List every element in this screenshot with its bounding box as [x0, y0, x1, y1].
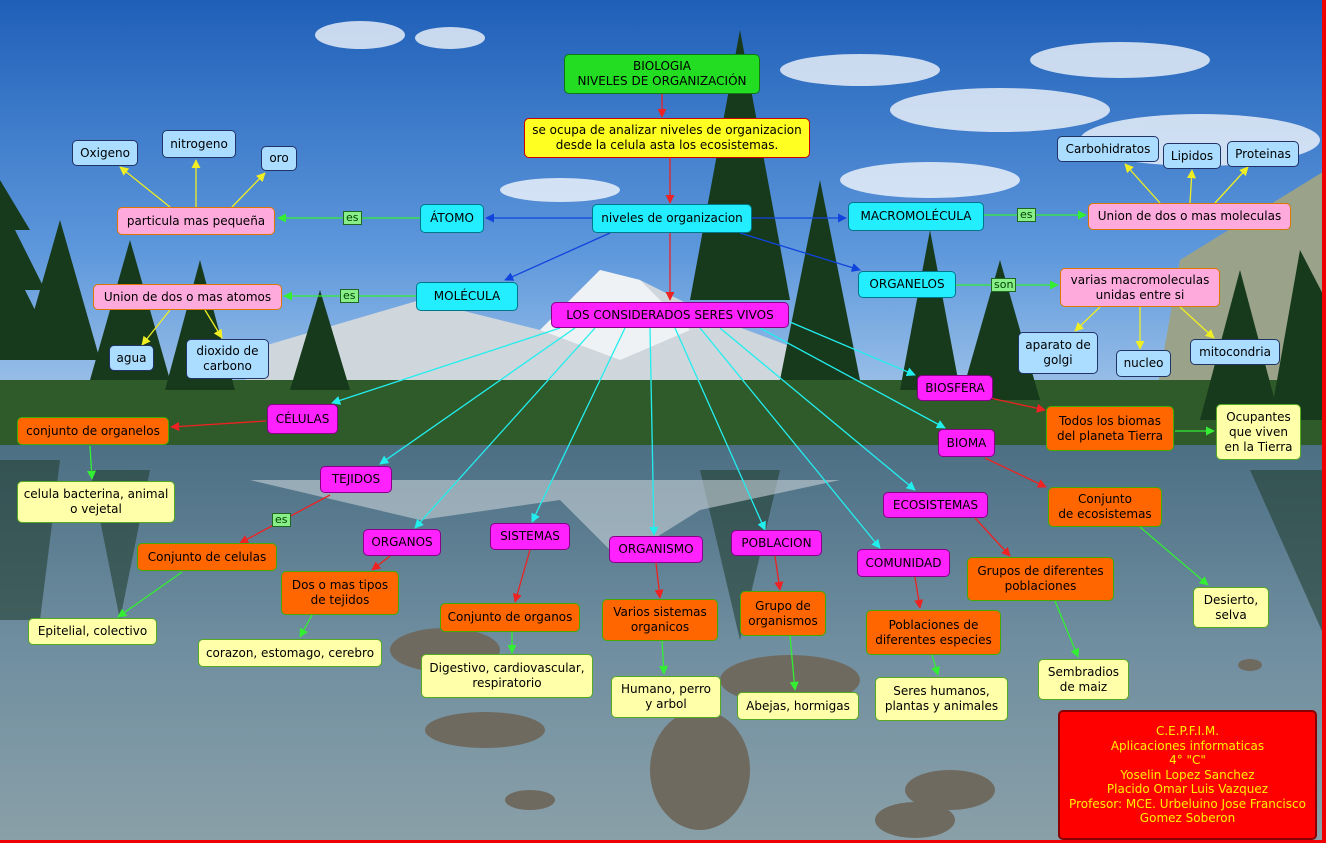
niveles-node: niveles de organizacion — [592, 204, 752, 233]
frame-bottom-edge — [0, 840, 1326, 843]
conjunto-ecosistemas-node: Conjunto de ecosistemas — [1048, 487, 1162, 527]
union-moleculas-node: Union de dos o mas moleculas — [1088, 203, 1291, 230]
credits-group: 4° "C" — [1169, 753, 1206, 768]
organelos-node: ORGANELOS — [858, 271, 956, 298]
todos-biomas-node: Todos los biomas del planeta Tierra — [1046, 406, 1174, 451]
mitocondria-node: mitocondria — [1190, 339, 1280, 365]
abejas-node: Abejas, hormigas — [737, 692, 859, 720]
oxigeno-node: Oxigeno — [72, 140, 138, 166]
title-node: BIOLOGIA NIVELES DE ORGANIZACIÓN — [564, 54, 760, 94]
epitelial-node: Epitelial, colectivo — [28, 618, 157, 645]
bioma-node: BIOMA — [938, 429, 995, 457]
agua-node: agua — [109, 345, 154, 371]
poblacion-node: POBLACION — [731, 530, 822, 556]
link-label-es-macromolecula: es — [1017, 208, 1036, 222]
conjunto-celulas-node: Conjunto de celulas — [137, 543, 277, 571]
proteinas-node: Proteinas — [1227, 141, 1299, 167]
particula-node: particula mas pequeña — [117, 207, 275, 235]
carbohidratos-node: Carbohidratos — [1057, 136, 1159, 162]
celulas-node: CÉLULAS — [267, 404, 338, 434]
biosfera-node: BIOSFERA — [917, 375, 993, 401]
credits-course: Aplicaciones informaticas — [1110, 738, 1265, 753]
union-atomos-node: Union de dos o mas atomos — [93, 284, 282, 310]
credits-box: C.E.P.F.I.M. Aplicaciones informaticas 4… — [1058, 710, 1317, 840]
credits-author-1: Yoselin Lopez Sanchez — [1120, 767, 1255, 782]
molecula-node: MOLÉCULA — [416, 282, 518, 311]
varias-macro-node: varias macromoleculas unidas entre si — [1060, 268, 1220, 307]
corazon-node: corazon, estomago, cerebro — [198, 639, 382, 667]
grupo-organismos-node: Grupo de organismos — [740, 591, 826, 636]
celula-ejemplos-node: celula bacterina, animal o vejetal — [17, 481, 175, 523]
ecosistemas-node: ECOSISTEMAS — [883, 492, 988, 518]
link-label-es-tejidos: es — [272, 513, 291, 527]
conjunto-organos-node: Conjunto de organos — [440, 603, 580, 632]
link-label-son-organelos: son — [991, 278, 1017, 292]
dioxido-node: dioxido de carbono — [186, 339, 269, 379]
golgi-node: aparato de golgi — [1018, 332, 1098, 374]
comunidad-node: COMUNIDAD — [857, 549, 950, 577]
grupos-poblaciones-node: Grupos de diferentes poblaciones — [967, 557, 1114, 601]
sembradios-node: Sembradios de maiz — [1038, 659, 1129, 700]
seres-vivos-node: LOS CONSIDERADOS SERES VIVOS — [551, 302, 789, 328]
macromolecula-node: MACROMOLÉCULA — [848, 202, 984, 231]
nucleo-node: nucleo — [1116, 350, 1171, 377]
sistemas-node: SISTEMAS — [490, 523, 570, 550]
atomo-node: ÁTOMO — [420, 204, 484, 233]
credits-school: C.E.P.F.I.M. — [1155, 724, 1220, 739]
organos-node: ORGANOS — [363, 529, 441, 556]
humano-node: Humano, perro y arbol — [611, 676, 721, 718]
credits-teacher-2: Gomez Soberon — [1139, 811, 1236, 826]
credits-teacher: Profesor: MCE. Urbeluino Jose Francisco — [1069, 796, 1306, 811]
desierto-node: Desierto, selva — [1193, 587, 1269, 628]
varios-sistemas-node: Varios sistemas organicos — [602, 599, 718, 641]
conjunto-organelos-node: conjunto de organelos — [17, 417, 169, 445]
frame-right-edge — [1322, 0, 1326, 843]
tejidos-node: TEJIDOS — [320, 466, 392, 493]
nitrogeno-node: nitrogeno — [162, 130, 236, 158]
definition-node: se ocupa de analizar niveles de organiza… — [524, 118, 810, 158]
digestivo-node: Digestivo, cardiovascular, respiratorio — [421, 654, 593, 698]
poblaciones-especies-node: Poblaciones de diferentes especies — [866, 610, 1001, 655]
link-label-es-atomo: es — [343, 211, 362, 225]
oro-node: oro — [261, 146, 297, 171]
dos-tejidos-node: Dos o mas tipos de tejidos — [281, 571, 399, 615]
lipidos-node: Lipidos — [1163, 143, 1221, 169]
ocupantes-node: Ocupantes que viven en la Tierra — [1216, 404, 1301, 460]
organismo-node: ORGANISMO — [609, 536, 703, 563]
seres-humanos-node: Seres humanos, plantas y animales — [875, 677, 1008, 721]
credits-author-2: Placido Omar Luis Vazquez — [1106, 782, 1269, 797]
link-label-es-molecula: es — [340, 289, 359, 303]
